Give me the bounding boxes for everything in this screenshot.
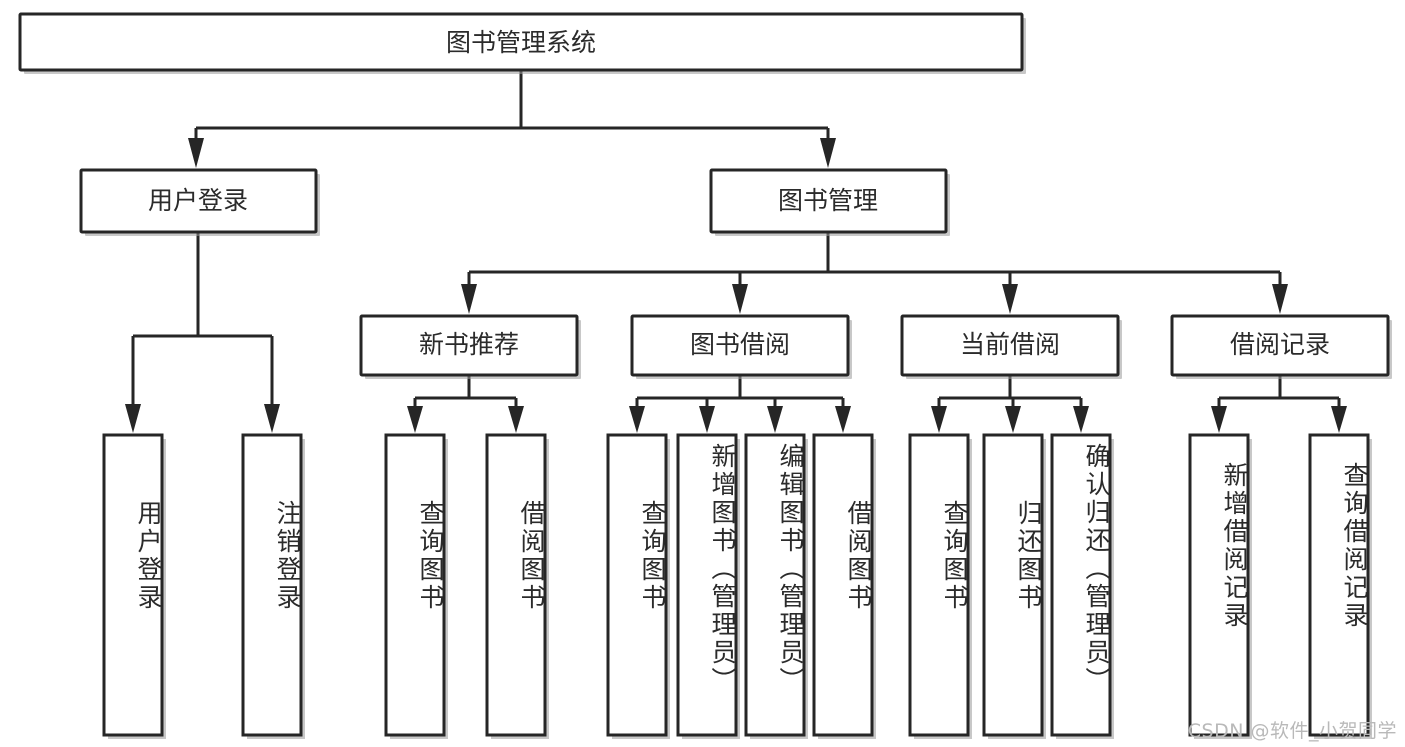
leaf-node-user-login[interactable] <box>102 433 166 739</box>
leaf-node-borrow-book-1[interactable] <box>485 433 549 739</box>
node-current-borrow[interactable]: 当前借阅 <box>900 314 1122 379</box>
leaf-node-edit-book-admin[interactable] <box>744 433 808 739</box>
leaf-node-query-borrow-record[interactable] <box>1308 433 1372 739</box>
connector-userlogin-to-leaves <box>125 232 280 433</box>
node-book-borrow-label: 图书借阅 <box>690 330 790 359</box>
node-user-login-label: 用户登录 <box>148 186 248 215</box>
leaf-node-add-borrow-record[interactable] <box>1188 433 1252 739</box>
leaf-box-group <box>102 433 1372 739</box>
leaf-node-query-book-3[interactable] <box>908 433 972 739</box>
node-book-management[interactable]: 图书管理 <box>709 168 950 236</box>
leaf-node-add-book-admin[interactable] <box>676 433 740 739</box>
node-borrow-record-label: 借阅记录 <box>1230 330 1330 359</box>
node-root-label: 图书管理系统 <box>446 28 596 57</box>
leaf-node-logout[interactable] <box>241 433 305 739</box>
connector-current-to-leaves <box>931 375 1089 433</box>
leaf-node-confirm-return-admin[interactable] <box>1050 433 1114 739</box>
leaf-node-query-book-2[interactable] <box>606 433 670 739</box>
connector-newbook-to-leaves <box>407 375 524 433</box>
csdn-watermark: CSDN @软件_小贺同学 <box>1187 720 1397 742</box>
node-new-book-recommend[interactable]: 新书推荐 <box>359 314 581 379</box>
connector-borrow-to-leaves <box>629 375 851 433</box>
node-current-borrow-label: 当前借阅 <box>960 330 1060 359</box>
leaf-node-borrow-book-2[interactable] <box>812 433 876 739</box>
node-new-book-recommend-label: 新书推荐 <box>419 330 519 359</box>
leaf-node-query-book-1[interactable] <box>384 433 448 739</box>
node-book-management-label: 图书管理 <box>778 186 878 215</box>
connector-root-to-level1 <box>188 70 836 168</box>
node-book-borrow[interactable]: 图书借阅 <box>630 314 852 379</box>
leaf-node-return-book[interactable] <box>982 433 1046 739</box>
connector-record-to-leaves <box>1211 375 1347 433</box>
connector-bookmgmt-to-level2 <box>461 232 1288 314</box>
node-root[interactable]: 图书管理系统 <box>18 12 1026 74</box>
node-borrow-record[interactable]: 借阅记录 <box>1170 314 1392 379</box>
node-user-login[interactable]: 用户登录 <box>79 168 320 236</box>
